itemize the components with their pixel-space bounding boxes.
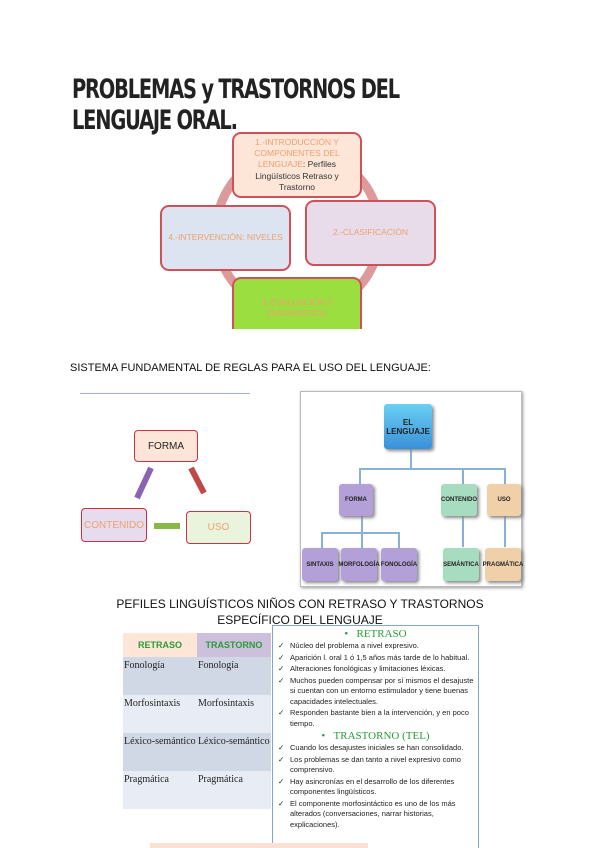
retraso-heading-text: RETRASO [356, 628, 407, 640]
section-heading: SISTEMA FUNDAMENTAL DE REGLAS PARA EL US… [70, 362, 431, 374]
step1-title: 1.-INTRODUCCIÓN Y COMPONENTES DEL LENGUA… [254, 137, 340, 170]
retraso-heading: • RETRASO [344, 628, 407, 640]
tree-morfologia: MORFOLOGÍA [338, 548, 380, 581]
table-cell: Pragmática [124, 774, 169, 785]
profiles-heading-line-1: PEFILES LINGUÍSTICOS NIÑOS CON RETRASO Y… [116, 597, 484, 611]
table-cell: Morfosintaxis [124, 698, 181, 709]
list-item: Alteraciones fonológicas y limitaciones … [277, 664, 474, 675]
cycle-step-1: 1.-INTRODUCCIÓN Y COMPONENTES DEL LENGUA… [232, 132, 362, 198]
contenido-box: CONTENIDO [81, 508, 147, 542]
list-item: Responden bastante bien a la intervenció… [277, 708, 474, 729]
uso-box: USO [186, 511, 251, 544]
table-cell: Fonología [124, 660, 165, 671]
table-cell: Léxico-semántico [124, 736, 196, 747]
table-row: Fonología Fonología [123, 657, 271, 695]
header-trastorno: TRASTORNO [196, 633, 271, 657]
tree-fonologia: FONOLOGÍA [381, 548, 417, 581]
cycle-step-3: 3.-EVALUACIÓN Y DIAGNÓSTICO [232, 277, 362, 329]
retraso-trastorno-list: • RETRASO Núcleo del problema a nivel ex… [272, 625, 479, 848]
forma-box: FORMA [134, 430, 198, 462]
table-cell: Fonología [197, 660, 239, 671]
bottom-box-edge [150, 843, 368, 848]
trastorno-heading: • TRASTORNO (TEL) [321, 730, 430, 742]
list-item: Hay asincronías en el desarrollo de los … [277, 777, 474, 798]
list-item: El componente morfosintáctico es uno de … [277, 799, 474, 831]
tree-contenido: CONTENIDO [441, 484, 477, 516]
header-retraso: RETRASO [123, 633, 197, 657]
tree-forma: FORMA [339, 484, 373, 516]
list-item: Los problemas se dan tanto a nivel expre… [277, 755, 474, 776]
triangle-arrows [134, 466, 207, 529]
table-row: Morfosintaxis Morfosintaxis [123, 695, 271, 733]
double-arrow-icon [188, 466, 207, 495]
table-cell: Morfosintaxis [197, 698, 255, 709]
tree-uso: USO [487, 484, 521, 516]
forma-contenido-uso-diagram: FORMA CONTENIDO USO [80, 393, 251, 584]
table-cell: Léxico-semántico [197, 736, 270, 747]
page-title: PROBLEMAS y TRASTORNOS DEL LENGUAJE ORAL… [72, 74, 400, 136]
double-arrow-icon [134, 466, 154, 500]
tree-semantica: SEMÁNTICA [443, 548, 479, 581]
tree-sintaxis: SINTAXIS [302, 548, 338, 581]
cycle-step-2: 2.-CLASIFICACIÓN [305, 200, 436, 266]
table-cell: Pragmática [197, 774, 243, 785]
tree-pragmatica: PRAGMÁTICA [483, 548, 523, 581]
profiles-heading: PEFILES LINGUÍSTICOS NIÑOS CON RETRASO Y… [100, 596, 500, 628]
list-item: Cuando los desajustes iniciales se han c… [277, 743, 474, 754]
lenguaje-tree-diagram: EL LENGUAJE FORMA CONTENIDO USO SINTAXIS… [300, 391, 523, 587]
trastorno-heading-text: TRASTORNO (TEL) [333, 730, 430, 742]
table-row: Pragmática Pragmática [123, 771, 271, 809]
profiles-table: RETRASO TRASTORNO Fonología Fonología Mor… [123, 633, 271, 809]
profiles-heading-line-2: ESPECÍFICO DEL LENGUAJE [217, 613, 383, 627]
cycle-step-4: 4.-INTERVENCIÓN: NIVELES [160, 205, 291, 271]
list-item: Aparición l. oral 1 ó 1,5 años más tarde… [277, 653, 474, 664]
step1-subtitle: : Perfiles Lingüísticos Retraso y Trasto… [255, 159, 339, 192]
table-header-row: RETRASO TRASTORNO [123, 633, 271, 657]
tree-root: EL LENGUAJE [384, 404, 432, 449]
list-item: Núcleo del problema a nivel expresivo. [277, 641, 474, 652]
list-item: Muchos pueden compensar por sí mismos el… [277, 676, 474, 708]
